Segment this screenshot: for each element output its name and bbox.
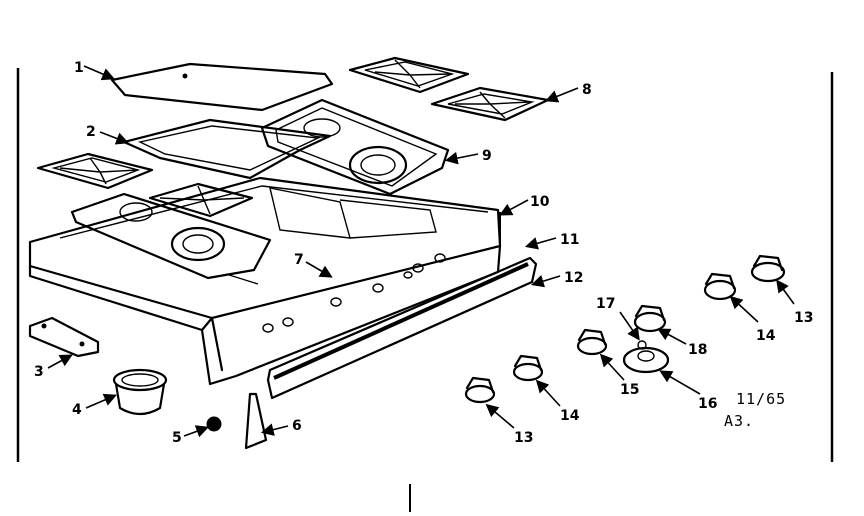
part-grate-middle <box>148 182 254 218</box>
callout-1: 1 <box>74 60 84 76</box>
callout-13-left: 13 <box>514 430 533 446</box>
callout-9: 9 <box>482 148 492 164</box>
part-9-burner-plate <box>260 98 450 196</box>
part-4-cup <box>112 368 168 416</box>
callout-2: 2 <box>86 124 96 140</box>
date-stamp: 11/65 <box>736 390 787 408</box>
part-16-dial <box>622 346 670 374</box>
callout-10: 10 <box>530 194 550 210</box>
part-8-grate-upper <box>348 56 470 94</box>
part-6-leg <box>244 392 268 450</box>
part-8-grate-lower <box>430 86 550 122</box>
callout-8: 8 <box>582 82 592 98</box>
part-18-knob <box>633 304 667 333</box>
part-3-bracket <box>28 316 100 358</box>
callout-16: 16 <box>698 396 717 412</box>
part-5-grommet <box>206 416 222 432</box>
callout-15: 15 <box>620 382 639 398</box>
callout-3: 3 <box>34 364 44 380</box>
sheet-code: A3. <box>724 412 755 430</box>
part-1-top-cover <box>110 62 334 112</box>
callout-7: 7 <box>294 252 304 268</box>
callout-14-left: 14 <box>560 408 580 424</box>
callout-18: 18 <box>688 342 707 358</box>
callout-14-right: 14 <box>756 328 776 344</box>
part-grate-left <box>36 152 154 190</box>
range-top-body <box>28 176 502 386</box>
part-14-knob-left <box>512 354 544 382</box>
leader-lines <box>47 65 795 438</box>
part-13-knob-left <box>464 376 496 404</box>
part-14-knob-right <box>703 272 737 301</box>
callout-labels: 1 2 3 4 5 6 7 8 9 10 11 12 13 14 18 17 1… <box>34 60 813 446</box>
callout-6: 6 <box>292 418 302 434</box>
part-15-knob <box>576 328 608 356</box>
callout-4: 4 <box>72 402 82 418</box>
part-13-knob-right <box>750 254 786 283</box>
callout-12: 12 <box>564 270 583 286</box>
callout-5: 5 <box>172 430 182 446</box>
callout-13-right: 13 <box>794 310 813 326</box>
part-17-spring <box>637 340 647 350</box>
part-12-trim-strip <box>266 256 538 400</box>
callout-11: 11 <box>560 232 579 248</box>
part-2-griddle <box>122 118 332 180</box>
callout-17: 17 <box>596 296 615 312</box>
